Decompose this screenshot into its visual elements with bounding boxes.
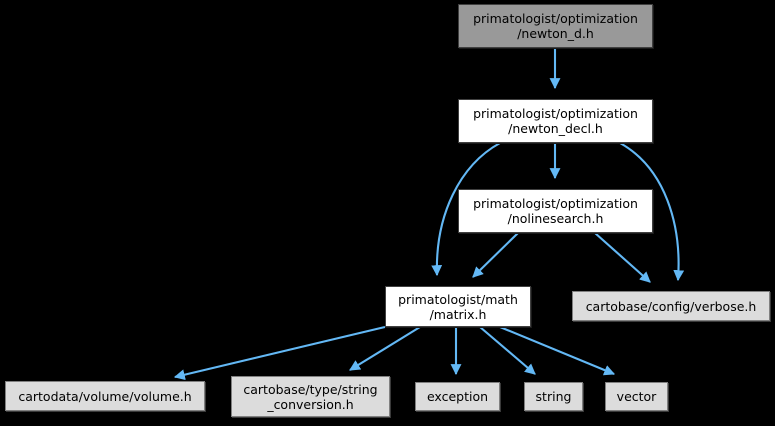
- node-label-matrix: primatologist/math /matrix.h: [398, 291, 518, 322]
- node-volume[interactable]: cartodata/volume/volume.h: [5, 381, 205, 411]
- node-nolinesearch[interactable]: primatologist/optimization /nolinesearch…: [458, 189, 653, 233]
- node-exception[interactable]: exception: [415, 382, 500, 411]
- edge-matrix-to-string: [479, 326, 536, 375]
- node-label-vector: vector: [616, 389, 657, 404]
- edge-matrix-to-volume: [173, 325, 386, 381]
- node-label-exception: exception: [426, 389, 489, 404]
- node-string[interactable]: string: [524, 382, 583, 411]
- edge-matrix-to-string_conversion: [349, 326, 421, 371]
- node-label-string: string: [535, 389, 572, 404]
- node-verbose[interactable]: cartobase/config/verbose.h: [572, 291, 770, 321]
- node-label-newton_decl: primatologist/optimization /newton_decl.…: [473, 106, 638, 136]
- node-label-string_conversion: cartobase/type/string _conversion.h: [243, 381, 378, 412]
- node-label-newton_d: primatologist/optimization /newton_d.h: [473, 11, 638, 41]
- edge-nolinesearch-to-matrix: [472, 232, 519, 278]
- node-newton_decl[interactable]: primatologist/optimization /newton_decl.…: [458, 99, 653, 143]
- node-label-nolinesearch: primatologist/optimization /nolinesearch…: [473, 196, 638, 226]
- edge-nolinesearch-to-verbose: [594, 232, 651, 283]
- node-label-verbose: cartobase/config/verbose.h: [585, 298, 757, 314]
- node-newton_d[interactable]: primatologist/optimization /newton_d.h: [458, 4, 653, 48]
- node-matrix[interactable]: primatologist/math /matrix.h: [385, 286, 531, 327]
- node-label-volume: cartodata/volume/volume.h: [18, 388, 192, 404]
- edge-matrix-to-vector: [499, 326, 616, 376]
- node-vector[interactable]: vector: [605, 382, 668, 411]
- node-string_conversion[interactable]: cartobase/type/string _conversion.h: [231, 376, 390, 417]
